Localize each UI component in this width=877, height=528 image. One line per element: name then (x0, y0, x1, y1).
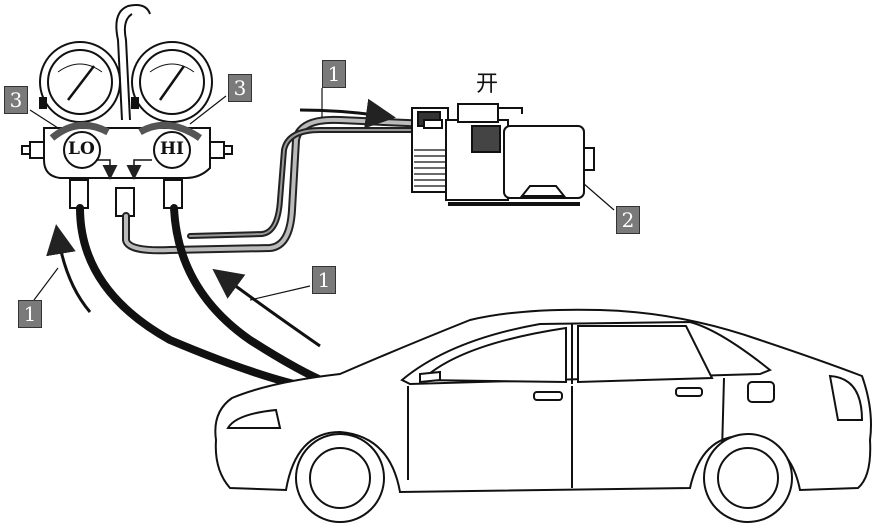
callout-hose-right: 1 (312, 266, 336, 294)
callout-valve-right: 3 (228, 74, 252, 102)
callout-hose-left: 1 (18, 300, 42, 328)
flow-arrows (46, 98, 396, 348)
pump-status-label: 开 (476, 72, 499, 97)
high-pressure-gauge (131, 41, 213, 123)
low-side-hose (76, 204, 316, 392)
callout-hose-to-pump: 1 (322, 60, 346, 88)
vacuum-pump (411, 103, 595, 206)
manifold-gauge-set (21, 4, 233, 217)
car (214, 308, 872, 523)
high-side-knob-label: HI (160, 139, 185, 159)
high-side-hose (170, 204, 334, 388)
low-pressure-gauge (39, 41, 121, 123)
callout-vacuum-pump: 2 (616, 206, 640, 234)
callout-valve-left: 3 (4, 86, 28, 114)
low-side-knob-label: LO (68, 139, 95, 159)
hoses (76, 115, 434, 392)
